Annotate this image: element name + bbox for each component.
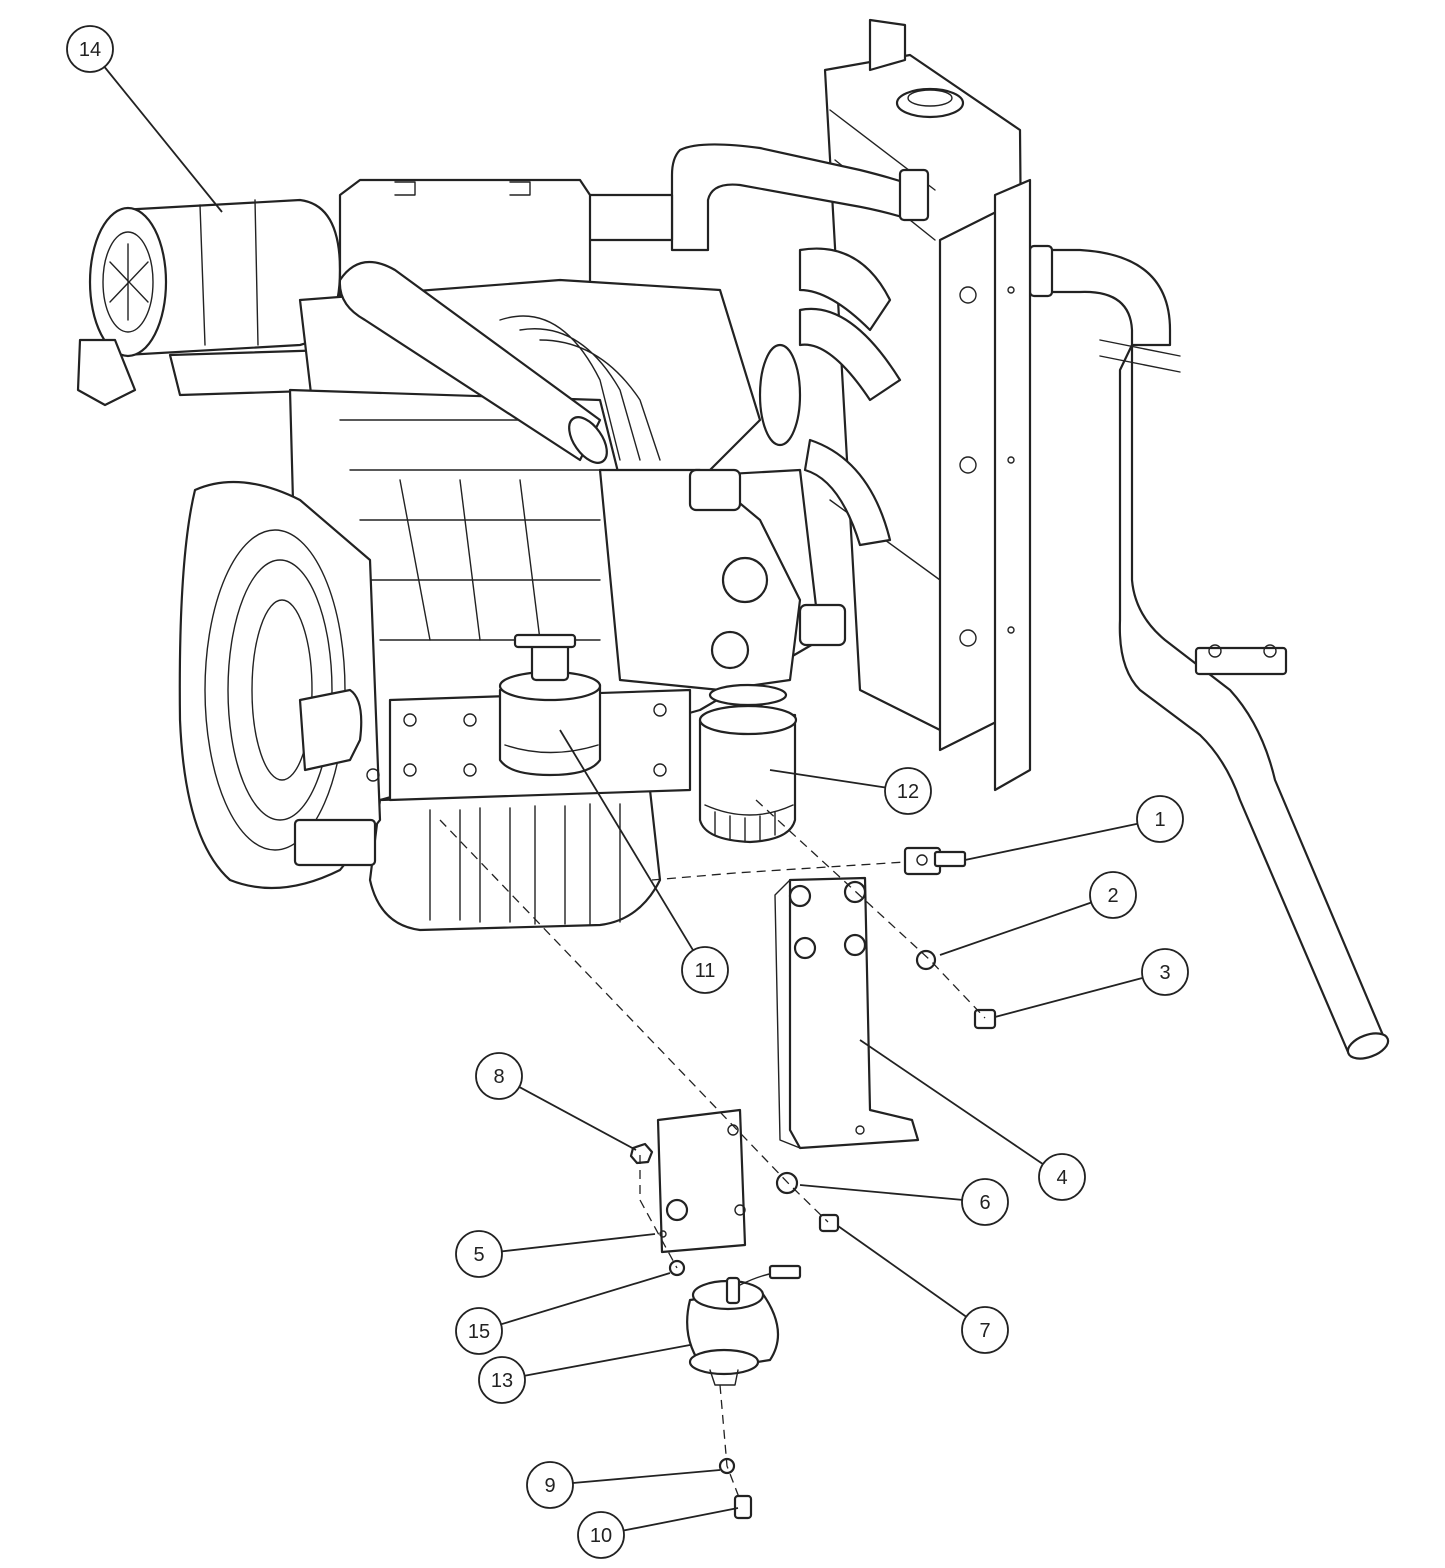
callout-circle bbox=[455, 1307, 503, 1355]
callout-13: 13 bbox=[478, 1344, 691, 1404]
callout-circle bbox=[961, 1178, 1009, 1226]
callout-leader-line bbox=[994, 977, 1143, 1018]
callout-leader-line bbox=[837, 1225, 967, 1318]
upper-hose bbox=[583, 143, 930, 252]
callout-number: 6 bbox=[979, 1192, 990, 1214]
bolt-part-7 bbox=[818, 1213, 840, 1233]
oil-filter bbox=[698, 683, 798, 844]
callout-6: 6 bbox=[799, 1178, 1009, 1226]
callout-2: 2 bbox=[939, 871, 1137, 956]
flywheel-housing bbox=[178, 480, 382, 890]
callout-leader-line bbox=[572, 1469, 721, 1484]
callout-circle bbox=[1089, 871, 1137, 919]
callout-circle bbox=[681, 946, 729, 994]
callout-8: 8 bbox=[475, 1052, 637, 1151]
fuel-filter bbox=[498, 633, 602, 777]
callout-7: 7 bbox=[837, 1225, 1009, 1354]
callout-4: 4 bbox=[859, 1039, 1086, 1201]
callout-leader-line bbox=[964, 822, 1138, 861]
callout-circle bbox=[1038, 1153, 1086, 1201]
exhaust-pipe bbox=[1028, 244, 1390, 1060]
callout-circle bbox=[478, 1356, 526, 1404]
callout-circle bbox=[884, 767, 932, 815]
callout-number: 13 bbox=[491, 1370, 513, 1392]
callout-15: 15 bbox=[455, 1272, 671, 1355]
callout-leader-line bbox=[559, 729, 694, 951]
callout-number: 2 bbox=[1107, 885, 1118, 907]
nut-part-8 bbox=[629, 1142, 654, 1165]
callout-leader-line bbox=[939, 901, 1092, 956]
bolt-part-10 bbox=[733, 1494, 753, 1520]
callout-leader-line bbox=[859, 1039, 1044, 1165]
callout-circle bbox=[475, 1052, 523, 1100]
fitting-part-1 bbox=[903, 846, 967, 876]
callout-3: 3 bbox=[994, 948, 1189, 1018]
callout-number: 10 bbox=[590, 1525, 612, 1547]
callout-leader-line bbox=[103, 66, 223, 213]
callout-number: 7 bbox=[979, 1320, 990, 1342]
air-cleaner bbox=[76, 198, 342, 407]
callout-number: 3 bbox=[1159, 962, 1170, 984]
callout-circle bbox=[1141, 948, 1189, 996]
l-bracket bbox=[774, 876, 920, 1150]
callout-number: 5 bbox=[473, 1244, 484, 1266]
callout-12: 12 bbox=[769, 767, 932, 815]
callout-circle bbox=[1136, 795, 1184, 843]
callout-leader-line bbox=[500, 1272, 671, 1326]
callout-number: 14 bbox=[79, 39, 101, 61]
callout-leader-line bbox=[769, 769, 886, 789]
callout-leader-line bbox=[518, 1086, 637, 1151]
cooling-fan bbox=[758, 247, 902, 547]
callout-number: 4 bbox=[1056, 1167, 1067, 1189]
callout-number: 9 bbox=[544, 1475, 555, 1497]
callout-leader-line bbox=[623, 1507, 739, 1532]
callout-circle bbox=[961, 1306, 1009, 1354]
mount-plate bbox=[656, 1108, 747, 1254]
callout-11: 11 bbox=[559, 729, 729, 994]
callout-number: 11 bbox=[695, 960, 716, 982]
callout-circle bbox=[455, 1230, 503, 1278]
callout-5: 5 bbox=[455, 1230, 656, 1278]
callout-10: 10 bbox=[577, 1507, 739, 1559]
radiator bbox=[823, 18, 1032, 792]
callout-leader-line bbox=[799, 1184, 963, 1201]
assembly-lines bbox=[439, 799, 986, 1501]
engine-block bbox=[288, 178, 847, 932]
washer-part-6 bbox=[775, 1171, 799, 1195]
callout-14: 14 bbox=[66, 25, 223, 213]
callout-leader-line bbox=[501, 1233, 656, 1253]
plug-part-3 bbox=[973, 1008, 997, 1030]
callout-number: 8 bbox=[493, 1066, 504, 1088]
callout-number: 12 bbox=[897, 781, 919, 803]
fuel-pump bbox=[686, 1264, 802, 1386]
callout-circle bbox=[577, 1511, 625, 1559]
washer-part-2 bbox=[915, 949, 937, 971]
callout-1: 1 bbox=[964, 795, 1184, 861]
callout-circle bbox=[66, 25, 114, 73]
callout-number: 1 bbox=[1154, 809, 1165, 831]
callout-leader-line bbox=[524, 1344, 691, 1377]
callout-number: 15 bbox=[468, 1321, 490, 1343]
callout-9: 9 bbox=[526, 1461, 721, 1509]
callout-circle bbox=[526, 1461, 574, 1509]
